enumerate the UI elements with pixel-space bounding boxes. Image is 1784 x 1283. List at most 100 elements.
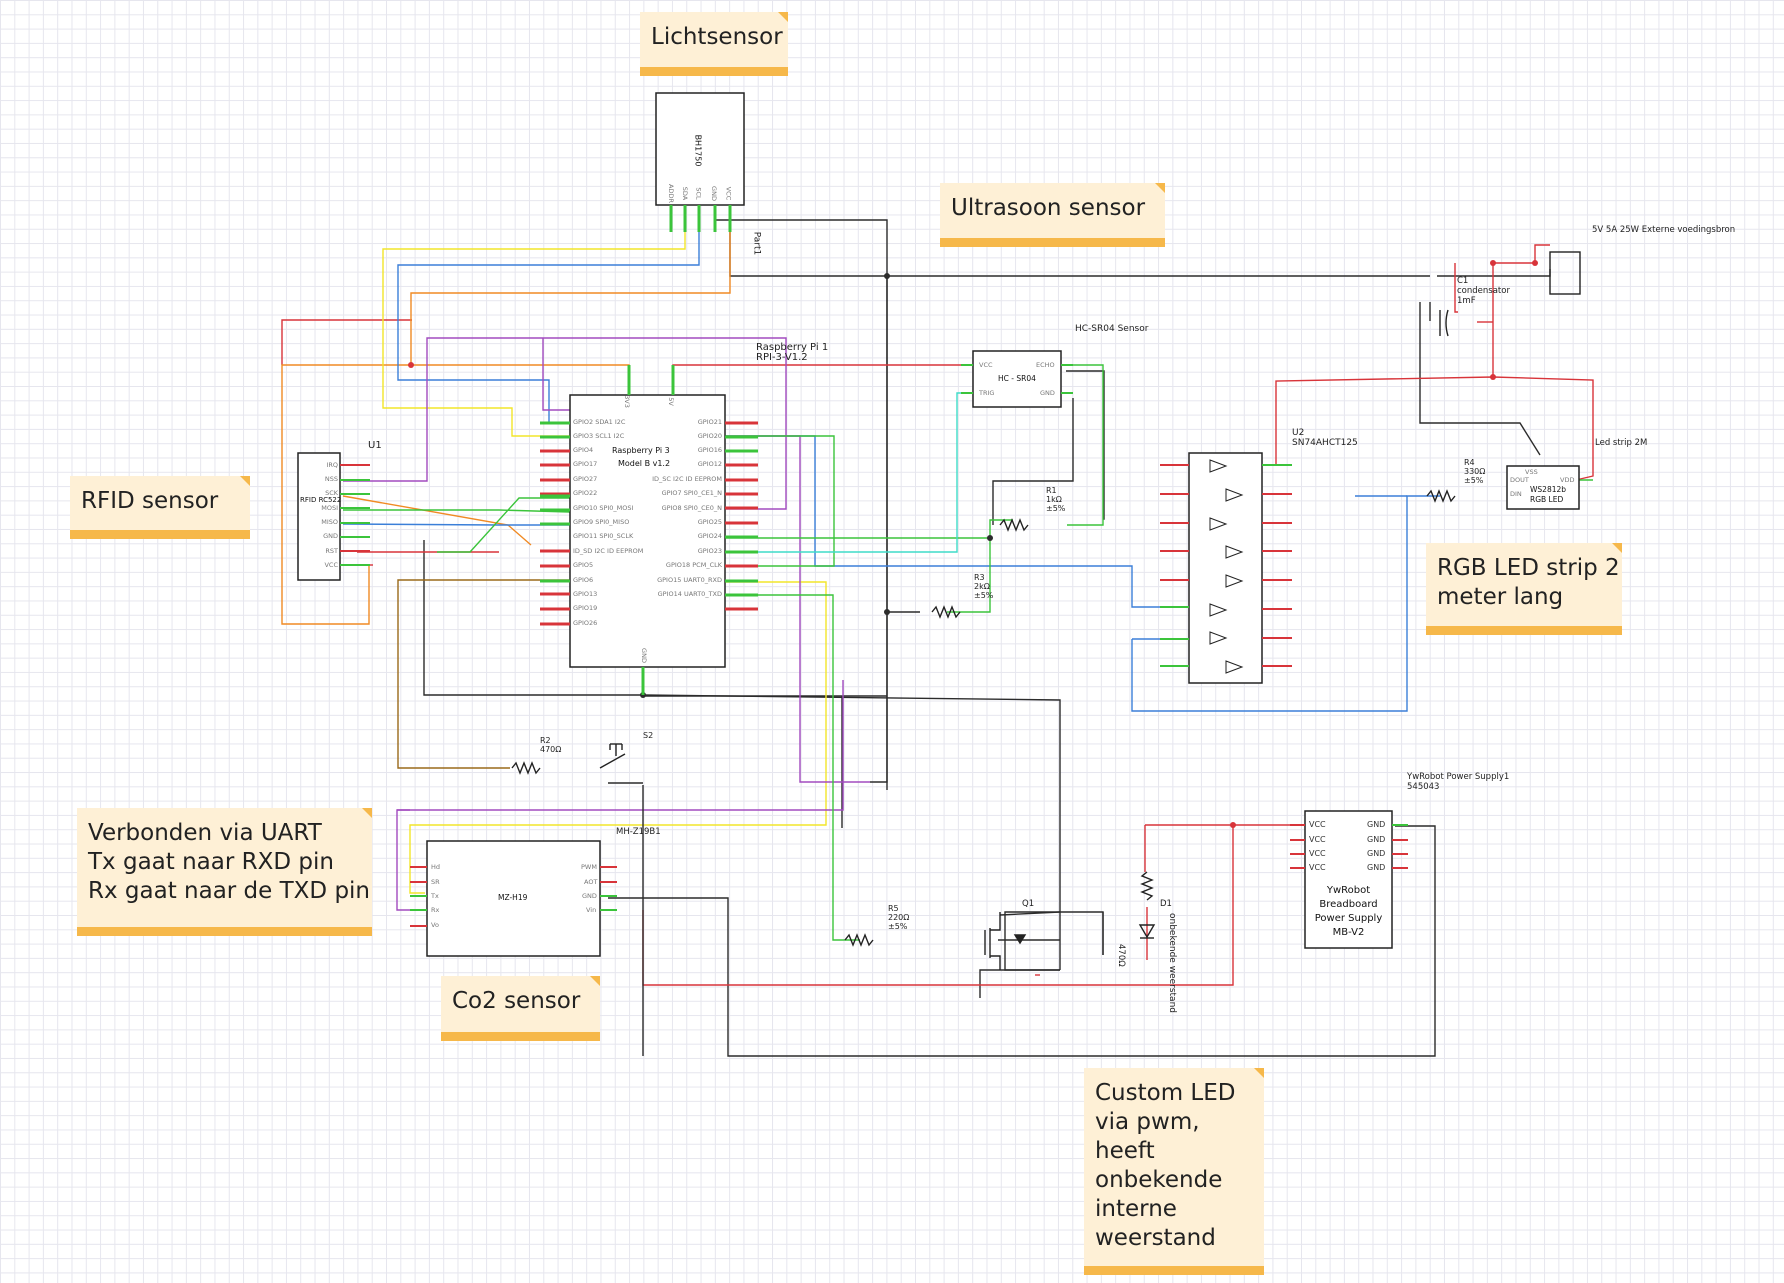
rpi-left-pin: GPIO26 [573, 619, 598, 627]
note-uart-line-3: Rx gaat naar de TXD pin [88, 878, 371, 904]
hcsr04-pin-gnd: GND [1040, 389, 1055, 397]
sn74ahct125-chip [1160, 452, 1292, 684]
note-rgb-line-2: meter lang [1437, 584, 1564, 610]
r1-value: 1kΩ [1046, 495, 1062, 504]
mhz19-pin-pwm: PWM [581, 863, 597, 871]
ws2812-chip-top: WS2812b [1530, 485, 1567, 494]
rpi-right-pin: GPIO18 PCM_CLK [665, 561, 722, 569]
r3-tol: ±5% [974, 591, 994, 600]
bh1750-part: Part1 [751, 231, 762, 256]
r1-name: R1 [1046, 486, 1057, 495]
rpi-left-pin: GPIO27 [573, 475, 598, 483]
u2-name: U2 [1292, 428, 1305, 438]
yellow-wires [382, 205, 827, 894]
rfid-pin: VCC [324, 561, 338, 569]
rpi-left-pin: ID_SD I2C ID EEPROM [573, 547, 644, 555]
note-co2: Co2 sensor [441, 976, 600, 1041]
rpi-pin-gnd: GND [639, 648, 648, 663]
rpi-right-pin: GPIO15 UART0_RXD [657, 576, 722, 584]
r5-tol: ±5% [888, 922, 908, 931]
ws2812-chip-bottom: RGB LED [1530, 495, 1564, 504]
d1-value: 470Ω [1116, 944, 1126, 967]
bh1750-pin-sda: SDA [681, 186, 690, 201]
note-custom-led-line-3: heeft [1095, 1138, 1155, 1164]
rpi-right-pin: GPIO24 [697, 532, 722, 540]
ywrobot-line-1: YwRobot [1326, 885, 1371, 896]
brown-wires [397, 579, 570, 769]
bh1750-pin-scl: SCL [694, 187, 703, 200]
rfid-pin: MOSI [321, 504, 338, 512]
rpi-right-pin: GPIO14 UART0_TXD [657, 590, 722, 598]
ywrobot-part: 545043 [1407, 782, 1440, 792]
rpi-left-pin: GPIO2 SDA1 I2C [573, 418, 626, 426]
mhz19-chip: MZ-H19 [498, 893, 528, 902]
ywrobot-line-3: Power Supply [1314, 913, 1383, 924]
rpi-right-pin: GPIO8 SPI0_CE0_N [661, 504, 722, 512]
rfid-pin: GND [323, 532, 338, 540]
rpi-pin-5v: 5V [666, 397, 675, 406]
note-co2-line: Co2 sensor [452, 988, 581, 1014]
d1-note: onbekende weerstand [1167, 913, 1177, 1013]
hcsr04-pin-echo: ECHO [1036, 361, 1055, 369]
rfid-pin: SCK [325, 489, 338, 497]
hcsr04-pin-trig: TRIG [979, 389, 995, 397]
rpi-left-pin: GPIO13 [573, 590, 598, 598]
rfid-pin: IRQ [326, 461, 338, 469]
hcsr04-pin-vcc: VCC [979, 361, 993, 369]
note-custom-led-line-5: interne [1095, 1196, 1177, 1222]
r4-name: R4 [1464, 458, 1475, 467]
hcsr04-title: HC-SR04 Sensor [1075, 324, 1149, 334]
ywrobot-pin-vcc: VCC [1309, 835, 1326, 844]
hcsr04-chip: HC - SR04 [998, 374, 1036, 383]
note-rfid-line: RFID sensor [81, 488, 219, 514]
rpi-model: RPI-3-V1.2 [756, 352, 808, 363]
bh1750-pin-addr: ADDR [666, 184, 675, 203]
ywrobot-line-4: MB-V2 [1332, 927, 1365, 938]
mhz19-pin-gnd: GND [582, 892, 597, 900]
c1-name: C1 [1457, 276, 1469, 286]
note-lichtsensor: Lichtsensor [640, 12, 788, 76]
rpi-pin-3v3: 3V3 [622, 395, 631, 408]
mhz19-pin-vin: Vin [586, 906, 597, 914]
mhz19-module [410, 840, 617, 957]
note-lichtsensor-line: Lichtsensor [651, 24, 783, 50]
bh1750-pin-vcc: VCC [724, 186, 733, 201]
note-uart: Verbonden via UART Tx gaat naar RXD pin … [77, 808, 372, 936]
rpi-left-pin: GPIO5 [573, 561, 594, 569]
r3-name: R3 [974, 573, 985, 582]
ywrobot-pin-gnd: GND [1367, 835, 1386, 844]
rfid-pin: RST [325, 547, 338, 555]
cyan-wires [725, 392, 972, 553]
c1-value: 1mF [1457, 296, 1476, 306]
green-wires [343, 364, 1593, 941]
ws2812-led [1506, 465, 1580, 510]
note-custom-led-line-4: onbekende [1095, 1167, 1223, 1193]
rfid-chip-name: RFID RC522 [300, 496, 342, 504]
ywrobot-pin-gnd: GND [1367, 849, 1386, 858]
s2-name: S2 [643, 731, 654, 740]
note-custom-led: Custom LED via pwm, heeft onbekende inte… [1084, 1068, 1264, 1275]
rpi-left-pin: GPIO11 SPI0_SCLK [573, 532, 634, 540]
rpi-right-pin: GPIO12 [697, 460, 722, 468]
rpi-right-pin: GPIO20 [697, 432, 722, 440]
rpi-chip-model: Model B v1.2 [618, 459, 671, 468]
ywrobot-line-2: Breadboard [1319, 899, 1378, 910]
rpi-left-pin: GPIO9 SPI0_MISO [573, 518, 630, 526]
ywrobot-pin-gnd: GND [1367, 863, 1386, 872]
note-rgb: RGB LED strip 2 meter lang [1426, 543, 1622, 635]
rpi-left-pin: GPIO22 [573, 489, 598, 497]
ywrobot-pin-vcc: VCC [1309, 863, 1326, 872]
mhz19-pin-vo: Vo [431, 921, 439, 929]
rpi-left-pin: GPIO10 SPI0_MOSI [573, 504, 634, 512]
r5-name: R5 [888, 904, 899, 913]
note-ultrasoon-line: Ultrasoon sensor [951, 195, 1146, 221]
note-custom-led-line-6: weerstand [1095, 1225, 1216, 1251]
mhz19-pin-sr: SR [431, 878, 440, 886]
note-uart-line-1: Verbonden via UART [88, 820, 322, 846]
note-custom-led-line-2: via pwm, [1095, 1109, 1200, 1135]
resistor-symbols [511, 251, 1581, 970]
rpi-right-pin: GPIO25 [697, 518, 722, 526]
r4-tol: ±5% [1464, 476, 1484, 485]
rpi-chip-name: Raspberry Pi 3 [612, 446, 670, 455]
